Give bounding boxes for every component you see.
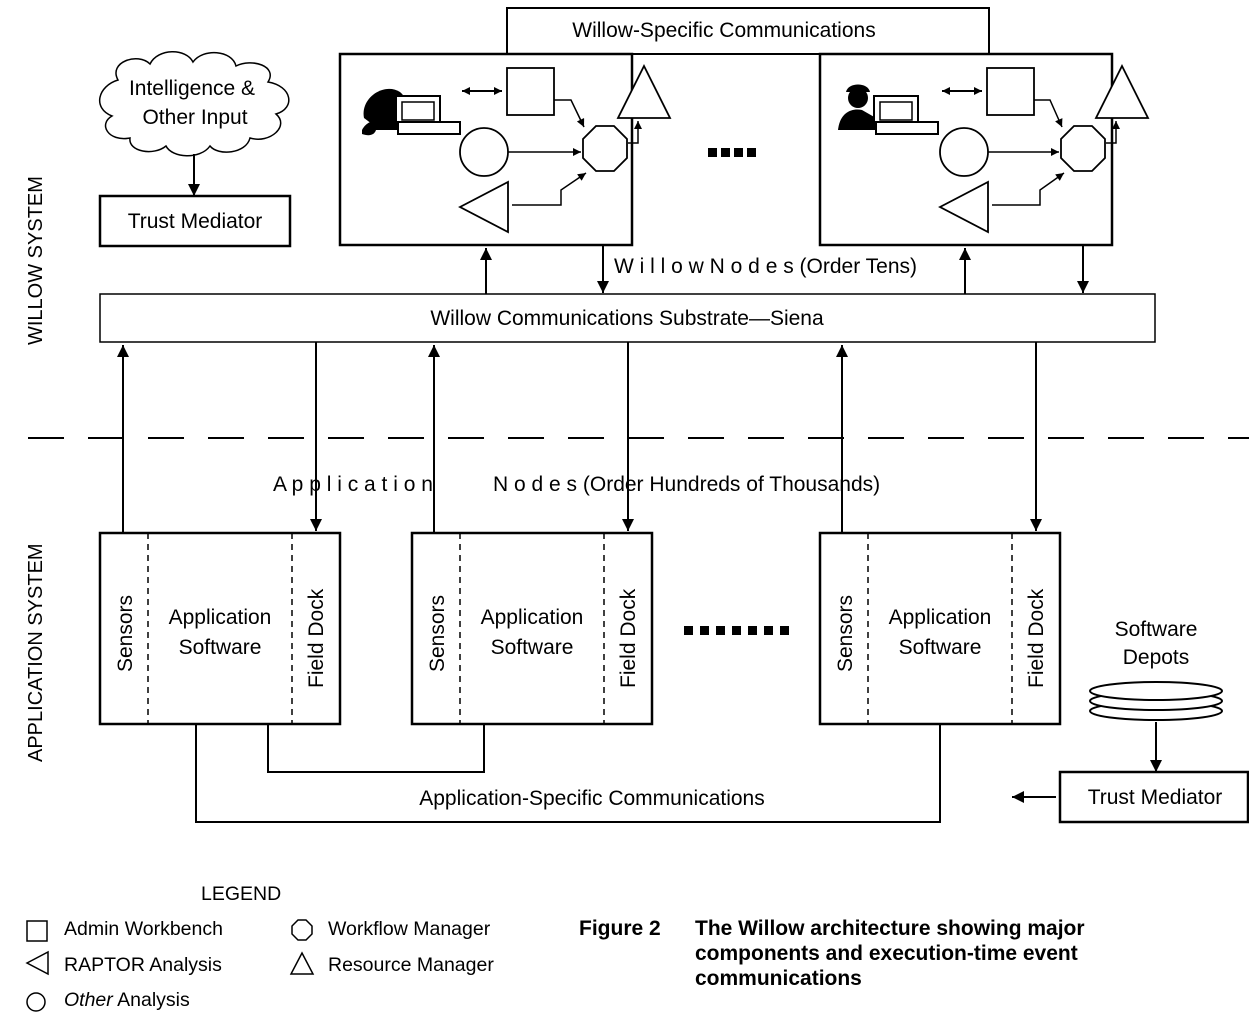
other-analysis-legend-icon xyxy=(26,992,46,1012)
field-dock-label: Field Dock xyxy=(617,588,640,688)
application-system-label: APPLICATION SYSTEM xyxy=(25,543,47,762)
legend-admin-workbench: Admin Workbench xyxy=(64,918,223,940)
sensors-label: Sensors xyxy=(114,595,137,672)
legend-title: LEGEND xyxy=(201,883,281,905)
admin-workbench-legend-icon xyxy=(26,920,48,942)
application-software-line2: Software xyxy=(899,636,982,659)
willow-node-ellipsis xyxy=(708,148,756,157)
workflow-manager-legend-icon xyxy=(291,919,313,941)
legend-other-analysis: Other Analysis xyxy=(64,989,190,1011)
workflow-manager-octagon xyxy=(1060,125,1106,172)
intelligence-input-cloud: Intelligence & Other Input xyxy=(98,51,290,157)
caption-line2: components and execution-time event xyxy=(695,942,1078,965)
figure-number: Figure 2 xyxy=(579,917,661,940)
admin-workbench-square xyxy=(986,67,1035,116)
application-software-line2: Software xyxy=(179,636,262,659)
application-trust-mediator-label: Trust Mediator xyxy=(1088,786,1223,809)
raptor-analysis-triangle xyxy=(938,180,989,234)
sensors-label: Sensors xyxy=(834,595,857,672)
sensors-label: Sensors xyxy=(426,595,449,672)
field-dock-label: Field Dock xyxy=(305,588,328,688)
figure-caption: Figure 2 The Willow architecture showing… xyxy=(579,917,1085,990)
willow-nodes-label: W i l l o w N o d e s (Order Tens) xyxy=(614,255,917,278)
willow-specific-comms-label: Willow-Specific Communications xyxy=(572,19,875,42)
willow-node-1 xyxy=(338,52,672,247)
resource-manager-triangle xyxy=(1094,63,1150,119)
legend-raptor-analysis: RAPTOR Analysis xyxy=(64,954,222,976)
willow-system-label: WILLOW SYSTEM xyxy=(25,176,47,345)
field-dock-label: Field Dock xyxy=(1025,588,1048,688)
application-node-1: Sensors Application Software Field Dock xyxy=(98,531,342,726)
intelligence-line1: Intelligence & xyxy=(129,77,255,100)
communications-substrate: Willow Communications Substrate—Siena xyxy=(99,293,1156,343)
legend: LEGEND Admin Workbench Workflow Manager … xyxy=(25,883,494,1012)
willow-specific-communications: Willow-Specific Communications xyxy=(506,7,990,55)
application-software-line1: Application xyxy=(481,606,584,629)
application-software-line2: Software xyxy=(491,636,574,659)
application-specific-comms-label: Application-Specific Communications xyxy=(419,787,765,810)
substrate-label: Willow Communications Substrate—Siena xyxy=(430,307,824,330)
caption-line1: The Willow architecture showing major xyxy=(695,917,1085,940)
admin-workbench-square xyxy=(506,67,555,116)
legend-workflow-manager: Workflow Manager xyxy=(328,918,491,940)
application-specific-communications: Application-Specific Communications xyxy=(195,724,941,823)
willow-node-2 xyxy=(818,52,1150,247)
application-node-2: Sensors Application Software Field Dock xyxy=(410,531,654,726)
depot-disk-icon xyxy=(1089,681,1223,701)
willow-trust-mediator-label: Trust Mediator xyxy=(128,210,263,233)
application-node-ellipsis xyxy=(684,626,789,635)
operator-icon xyxy=(362,88,461,136)
software-depots: Software Depots xyxy=(1089,618,1223,721)
resource-manager-triangle xyxy=(616,63,672,119)
other-analysis-circle xyxy=(939,127,989,177)
willow-trust-mediator: Trust Mediator xyxy=(98,194,292,248)
operator-icon xyxy=(838,84,939,135)
software-depots-line2: Depots xyxy=(1123,646,1190,669)
application-software-line1: Application xyxy=(169,606,272,629)
caption-line3: communications xyxy=(695,967,862,990)
raptor-analysis-legend-icon xyxy=(25,950,49,976)
application-trust-mediator: Trust Mediator xyxy=(1058,770,1249,824)
legend-resource-manager: Resource Manager xyxy=(328,954,494,976)
application-nodes-label-part2: N o d e s (Order Hundreds of Thousands) xyxy=(493,473,880,496)
intelligence-line2: Other Input xyxy=(142,106,247,129)
software-depots-line1: Software xyxy=(1115,618,1198,641)
application-node-3: Sensors Application Software Field Dock xyxy=(818,531,1062,726)
raptor-analysis-triangle xyxy=(458,180,509,234)
application-nodes-label-part1: A p p l i c a t i o n xyxy=(273,473,433,496)
resource-manager-legend-icon xyxy=(289,951,315,975)
application-software-line1: Application xyxy=(889,606,992,629)
other-analysis-circle xyxy=(459,127,509,177)
workflow-manager-octagon xyxy=(582,125,628,172)
